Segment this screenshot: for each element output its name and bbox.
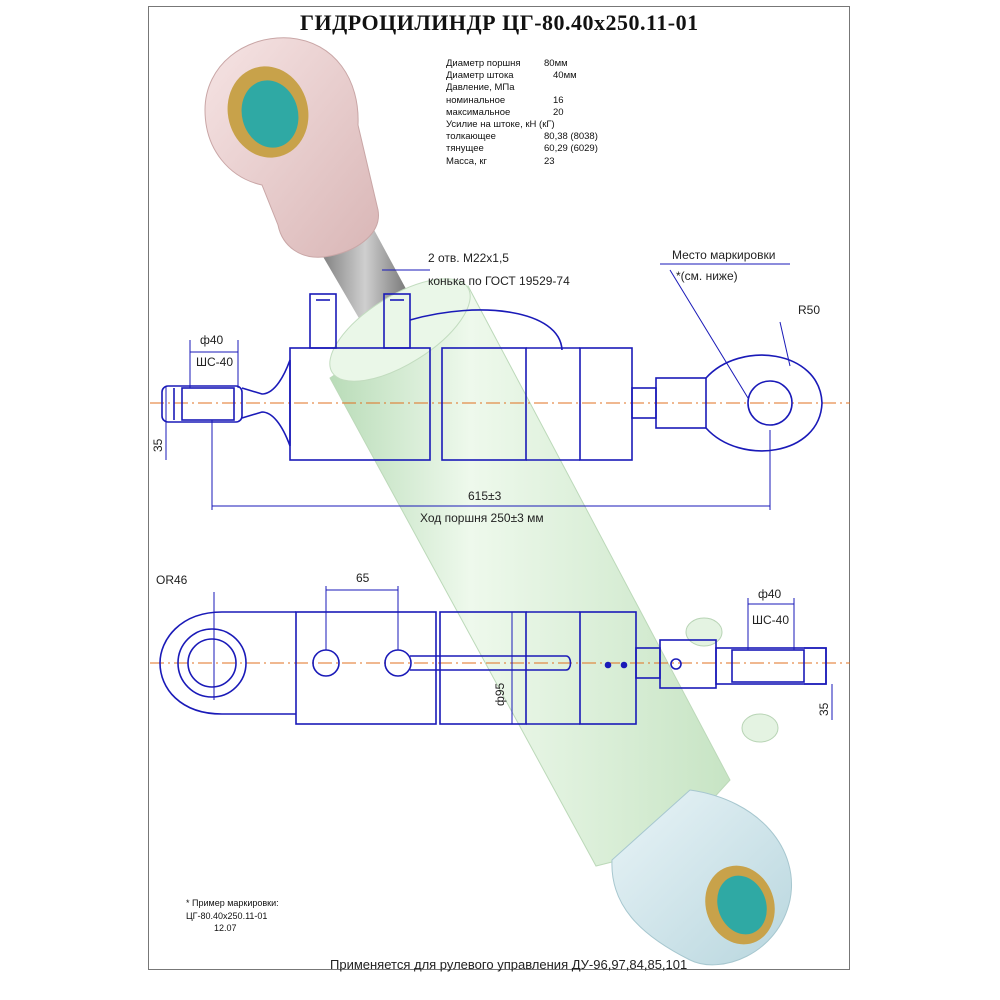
spec-label: толкающее (446, 131, 496, 143)
spec-label: Масса, кг (446, 155, 487, 167)
bottom-view (150, 586, 850, 725)
spec-label: максимальное (446, 106, 511, 118)
spec-value: 60,29 (6029) (544, 143, 598, 155)
spec-value: 80,38 (8038) (544, 131, 598, 143)
spec-row: максимальное 20 (446, 107, 636, 119)
r46-label: ОR46 (156, 573, 188, 587)
sheet-frame (148, 6, 850, 970)
drawing-title: ГИДРОЦИЛИНДР ЦГ-80.40х250.11-01 (300, 10, 699, 35)
rod-eye-bore-top (747, 380, 793, 426)
spec-label: Усилие на штоке, кН (кГ) (446, 118, 555, 130)
length-dim-label: 615±3 (468, 489, 502, 503)
holes-note-line2: конька по ГОСТ 19529-74 (428, 274, 570, 288)
d40-left-label: ф40 (200, 333, 224, 347)
spec-row: номинальное 16 (446, 95, 636, 107)
spec-row: Давление, МПа (446, 82, 636, 94)
lower-bearing-inner-3d (717, 875, 767, 935)
cylinder-top-cap-3d (329, 278, 471, 382)
spec-label: номинальное (446, 94, 506, 106)
spec-label: Давление, МПа (446, 82, 515, 94)
marking-example: * Пример маркировки: ЦГ-80.40х250.11-01 … (186, 897, 279, 935)
port-boss-lower-3d (741, 713, 779, 743)
shs-left-label: ШС-40 (196, 355, 233, 369)
marking-example-line2: ЦГ-80.40х250.11-01 (186, 910, 268, 921)
marking-example-line3: 12.07 (214, 923, 237, 933)
d40-right-label: ф40 (758, 587, 782, 601)
spec-row: Масса, кг 23 (446, 156, 636, 168)
spec-row: Усилие на штоке, кН (кГ) (446, 119, 636, 131)
r50-label: R50 (798, 303, 820, 317)
cap-eye-bore (177, 628, 247, 698)
top-view (150, 263, 850, 510)
spec-row: тянущее 60,29 (6029) (446, 143, 636, 155)
port-boss-upper-3d (685, 617, 723, 647)
holes-note-line1: 2 отв. М22х1,5 (428, 251, 509, 265)
marking-example-line1: * Пример маркировки: (186, 898, 279, 908)
render-3d (204, 37, 792, 966)
marking-place-label: Место маркировки (672, 248, 775, 262)
spec-label: Диаметр штока (446, 70, 514, 82)
stroke-dim-label: Ход поршня 250±3 мм (420, 511, 544, 525)
spec-label: Диаметр поршня (446, 58, 521, 69)
d95-label: ф95 (493, 682, 507, 706)
application-footer: Применяется для рулевого управления ДУ-9… (330, 957, 688, 972)
spec-value: 40мм (553, 70, 577, 82)
marking-ref-label: *(см. ниже) (676, 269, 738, 283)
spec-value: 23 (544, 155, 555, 167)
dim-35-right: 35 (817, 702, 831, 716)
dim-65-label: 65 (356, 571, 370, 585)
spec-row: Диаметр штока 40мм (446, 70, 636, 82)
spec-row: толкающее 80,38 (8038) (446, 131, 636, 143)
spec-label: тянущее (446, 143, 484, 155)
spec-table: Диаметр поршня 80мм Диаметр штока 40мм Дав… (446, 58, 636, 168)
spec-row: Диаметр поршня 80мм (446, 58, 636, 70)
upper-bearing-inner-3d (241, 80, 299, 148)
spec-value: 16 (553, 94, 564, 106)
shs-right-label: ШС-40 (752, 613, 789, 627)
dim-35-left: 35 (151, 438, 165, 452)
spec-value: 20 (553, 106, 564, 118)
spec-value: 80мм (544, 58, 568, 69)
